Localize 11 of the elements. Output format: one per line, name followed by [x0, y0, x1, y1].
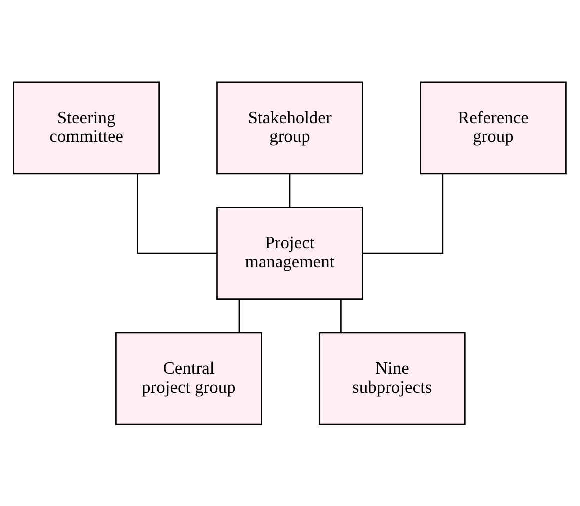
node-box: Project management	[216, 206, 364, 300]
node-box: Stakeholder group	[216, 81, 364, 174]
connector	[362, 174, 444, 254]
node-box: Reference group	[420, 81, 567, 174]
node-box: Steering committee	[13, 81, 160, 174]
node-box: Nine subprojects	[318, 332, 466, 425]
connector	[340, 298, 342, 332]
connector	[238, 298, 240, 332]
connector	[289, 174, 291, 208]
connector	[137, 174, 217, 254]
node-box: Central project group	[116, 332, 262, 425]
